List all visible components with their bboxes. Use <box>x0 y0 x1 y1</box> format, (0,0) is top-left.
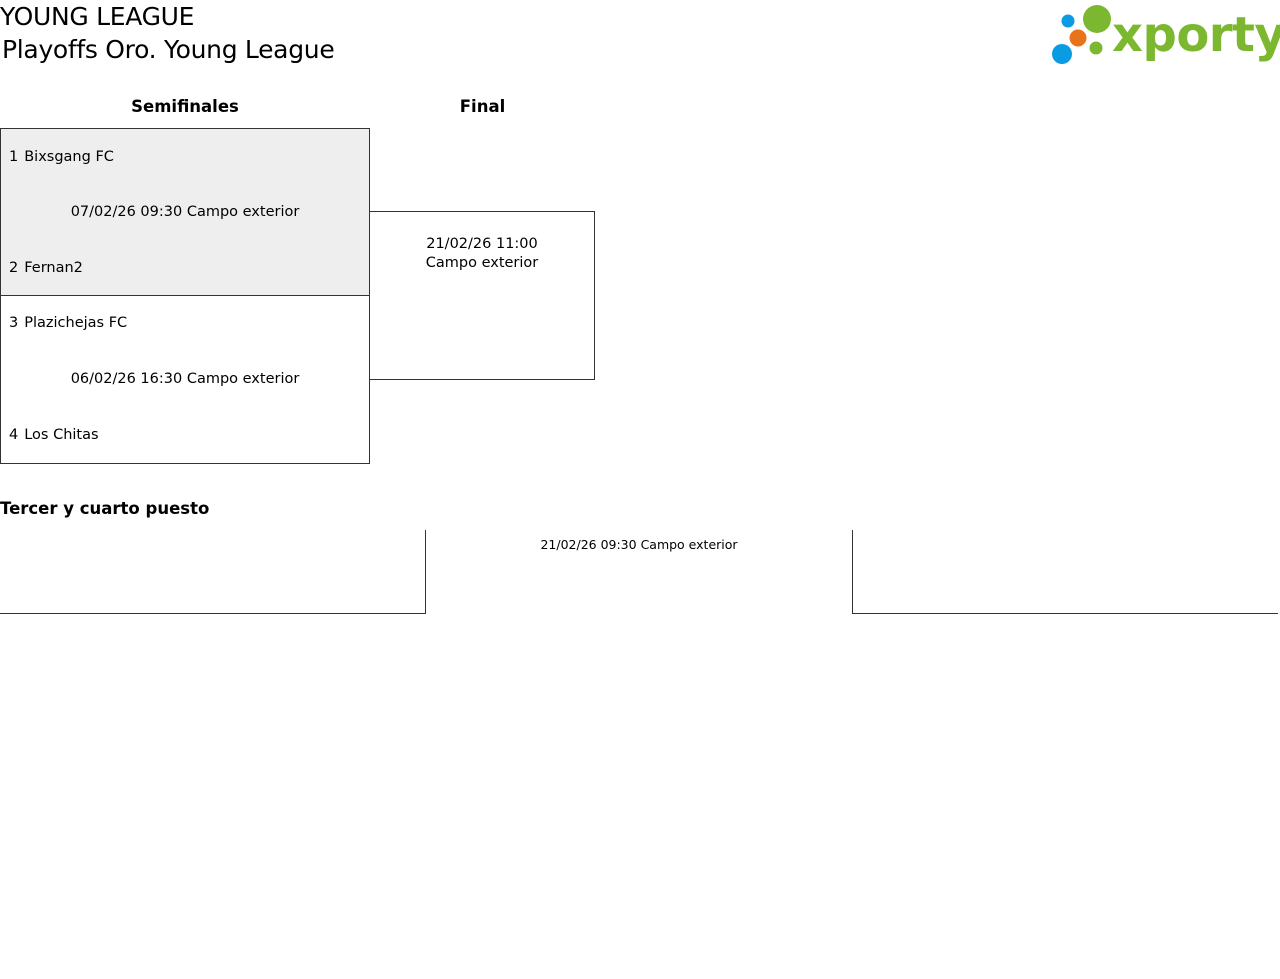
final-match[interactable]: 21/02/26 11:00 Campo exterior <box>369 211 595 380</box>
match-date-venue: 21/02/26 09:30 Campo exterior <box>540 537 738 552</box>
team-seed: 2 <box>9 260 19 276</box>
team-row: 2 Fernan2 <box>9 258 83 278</box>
xporty-logo[interactable]: xporty <box>1050 2 1280 68</box>
logo-dots-icon <box>1052 5 1111 64</box>
team-name: Fernan2 <box>24 260 83 276</box>
third-place-info-cell: 21/02/26 09:30 Campo exterior <box>426 530 852 614</box>
team-row: 4 Los Chitas <box>9 425 99 445</box>
team-name: Bixsgang FC <box>24 149 114 165</box>
team-name: Los Chitas <box>24 427 99 443</box>
semifinal-match-2[interactable]: 3 Plazichejas FC 06/02/26 16:30 Campo ext… <box>0 295 370 464</box>
logo-wordmark: xporty <box>1112 7 1280 63</box>
round-title-final: Final <box>459 97 506 116</box>
league-title: YOUNG LEAGUE <box>0 2 195 31</box>
semifinal-match-1[interactable]: 1 Bixsgang FC 07/02/26 09:30 Campo exteri… <box>0 128 370 296</box>
team-row: 3 Plazichejas FC <box>9 313 127 333</box>
tournament-title: Playoffs Oro. Young League <box>2 35 335 64</box>
third-place-team-slot-left <box>0 530 426 614</box>
match-date-venue: 06/02/26 16:30 Campo exterior <box>70 371 300 387</box>
third-place-title: Tercer y cuarto puesto <box>0 499 210 518</box>
team-seed: 1 <box>9 149 19 165</box>
match-date-venue: 07/02/26 09:30 Campo exterior <box>70 204 300 220</box>
team-seed: 4 <box>9 427 19 443</box>
team-row: 1 Bixsgang FC <box>9 147 114 167</box>
team-seed: 3 <box>9 315 19 331</box>
round-title-semifinales: Semifinales <box>131 97 239 116</box>
team-name: Plazichejas FC <box>24 315 128 331</box>
third-place-match[interactable]: 21/02/26 09:30 Campo exterior <box>0 530 1278 614</box>
third-place-team-slot-right <box>852 530 1278 614</box>
match-date-venue: 21/02/26 11:00 Campo exterior <box>425 236 539 271</box>
